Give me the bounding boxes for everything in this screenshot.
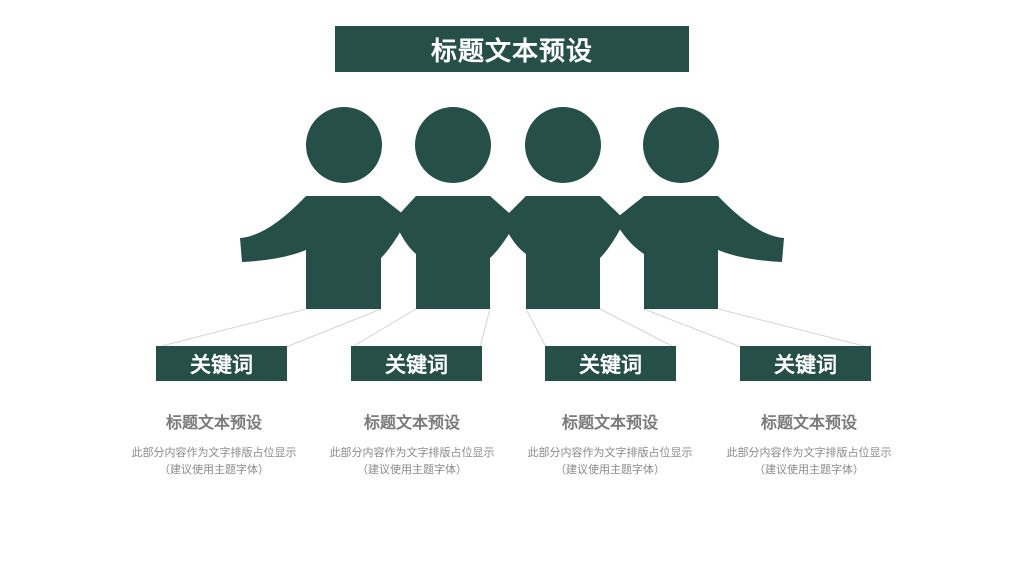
column-text-block: 标题文本预设 此部分内容作为文字排版占位显示 （建议使用主题字体）	[124, 410, 304, 478]
connector-line	[285, 308, 382, 348]
keyword-label: 关键词	[579, 352, 642, 377]
column-description: 此部分内容作为文字排版占位显示 （建议使用主题字体）	[322, 444, 502, 478]
connector-line	[643, 308, 742, 348]
column-text-block: 标题文本预设 此部分内容作为文字排版占位显示 （建议使用主题字体）	[719, 410, 899, 478]
slide-title: 标题文本预设	[430, 36, 593, 67]
description-line: 此部分内容作为文字排版占位显示	[329, 446, 495, 459]
keyword-box: 关键词	[351, 346, 482, 381]
description-line: 此部分内容作为文字排版占位显示	[726, 446, 892, 459]
keyword-label: 关键词	[774, 352, 837, 377]
person-figure-icon	[240, 107, 408, 309]
column-heading: 标题文本预设	[165, 413, 262, 432]
connector-lines	[157, 308, 869, 348]
person-figure-icon	[502, 107, 625, 309]
keyword-label: 关键词	[190, 352, 253, 377]
description-line: （建议使用主题字体）	[754, 463, 864, 476]
connector-line	[717, 308, 869, 348]
column-description: 此部分内容作为文字排版占位显示 （建议使用主题字体）	[124, 444, 304, 478]
column-heading: 标题文本预设	[363, 413, 460, 432]
keyword-box: 关键词	[740, 346, 871, 381]
column-heading: 标题文本预设	[760, 413, 857, 432]
connector-line	[351, 308, 417, 348]
person-figure-icon	[614, 107, 784, 309]
keyword-label: 关键词	[385, 352, 448, 377]
column-text-block: 标题文本预设 此部分内容作为文字排版占位显示 （建议使用主题字体）	[322, 410, 502, 478]
connector-line	[479, 308, 491, 348]
connector-line	[525, 308, 547, 348]
description-line: （建议使用主题字体）	[555, 463, 665, 476]
connector-line	[157, 308, 307, 348]
person-figure-icon	[394, 107, 517, 309]
column-description: 此部分内容作为文字排版占位显示 （建议使用主题字体）	[719, 444, 899, 478]
connector-line	[599, 308, 675, 348]
column-text-block: 标题文本预设 此部分内容作为文字排版占位显示 （建议使用主题字体）	[520, 410, 700, 478]
description-line: （建议使用主题字体）	[159, 463, 269, 476]
column-description: 此部分内容作为文字排版占位显示 （建议使用主题字体）	[520, 444, 700, 478]
column-heading: 标题文本预设	[561, 413, 658, 432]
keyword-box: 关键词	[156, 346, 287, 381]
description-line: （建议使用主题字体）	[357, 463, 467, 476]
keyword-box: 关键词	[545, 346, 676, 381]
title-banner: 标题文本预设	[335, 26, 689, 72]
description-line: 此部分内容作为文字排版占位显示	[131, 446, 297, 459]
description-line: 此部分内容作为文字排版占位显示	[527, 446, 693, 459]
